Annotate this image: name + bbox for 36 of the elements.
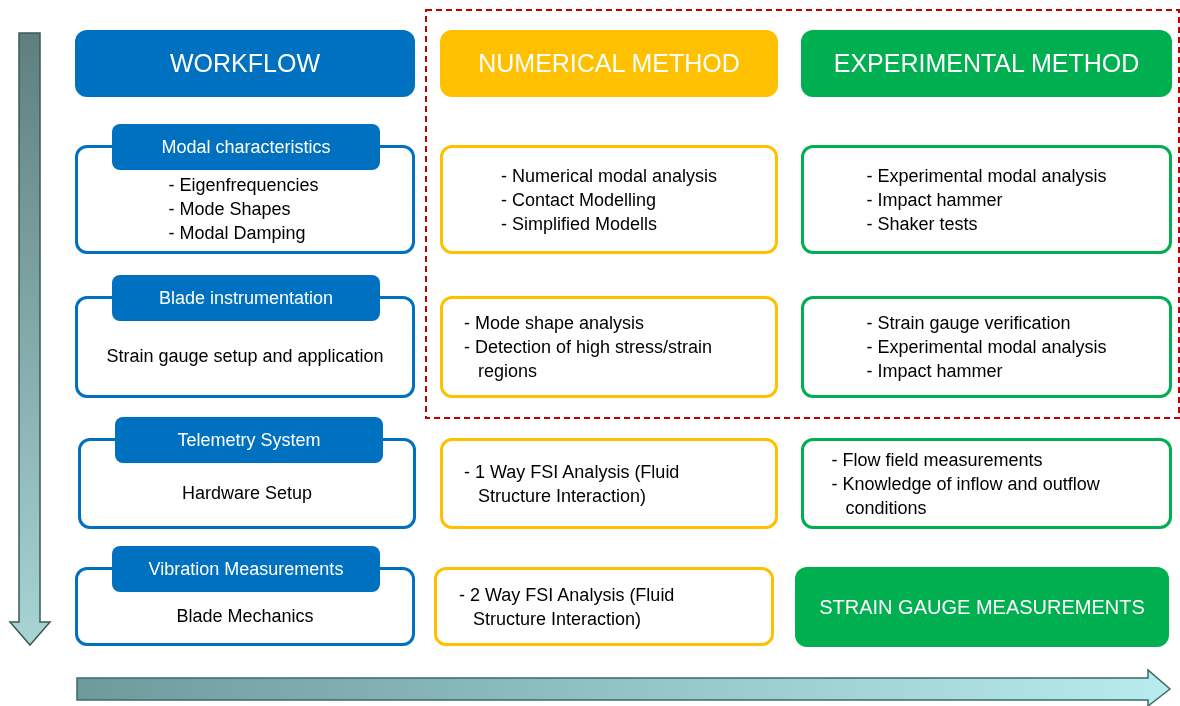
- method-card: [801, 438, 1172, 529]
- method-card: [434, 567, 774, 646]
- bullet-item: - 1 Way FSI Analysis (Fluid Structure Interaction): [464, 460, 681, 508]
- bullet-item: - Mode shape analysis: [464, 312, 645, 335]
- bullet-item: - Mode Shapes: [168, 197, 291, 221]
- bullet-item: - Simplified Modells: [500, 212, 657, 236]
- heading-tab: Telemetry System: [115, 417, 383, 463]
- card-text: Blade Mechanics: [176, 604, 314, 628]
- bullet-item: - Numerical modal analysis: [500, 164, 718, 188]
- card-text: Strain gauge setup and application: [106, 345, 384, 368]
- bullet-item: - Strain gauge verification: [866, 312, 1071, 335]
- bullet-item: - Flow field measurements: [831, 448, 1043, 472]
- bullet-item: - Detection of high stress/strain regions: [464, 336, 714, 383]
- column-header: EXPERIMENTAL METHOD: [801, 30, 1172, 97]
- bullet-item: - Impact hammer: [866, 188, 1003, 212]
- bullet-item: - Eigenfrequencies: [168, 173, 320, 197]
- method-card: [801, 145, 1172, 254]
- heading-tab: Modal characteristics: [112, 124, 380, 170]
- method-card: [801, 296, 1172, 398]
- method-card: [440, 438, 778, 529]
- bullet-item: - Impact hammer: [866, 360, 1003, 383]
- card-text: Hardware Setup: [181, 481, 313, 505]
- bullet-item: - Experimental modal analysis: [866, 336, 1107, 359]
- method-card: [440, 296, 778, 398]
- bullet-item: - 2 Way FSI Analysis (Fluid Structure Interaction): [459, 583, 676, 631]
- bullet-item: - Experimental modal analysis: [866, 164, 1107, 188]
- bullet-item: - Shaker tests: [866, 212, 978, 236]
- bullet-item: - Knowledge of inflow and outflow conditions: [831, 472, 1101, 520]
- method-card: [440, 145, 778, 254]
- column-header: WORKFLOW: [75, 30, 415, 97]
- result-box: STRAIN GAUGE MEASUREMENTS: [795, 567, 1169, 647]
- heading-tab: Blade instrumentation: [112, 275, 380, 321]
- column-header: NUMERICAL METHOD: [440, 30, 778, 97]
- bullet-item: - Modal Damping: [168, 221, 306, 245]
- heading-tab: Vibration Measurements: [112, 546, 380, 592]
- bullet-item: - Contact Modelling: [500, 188, 657, 212]
